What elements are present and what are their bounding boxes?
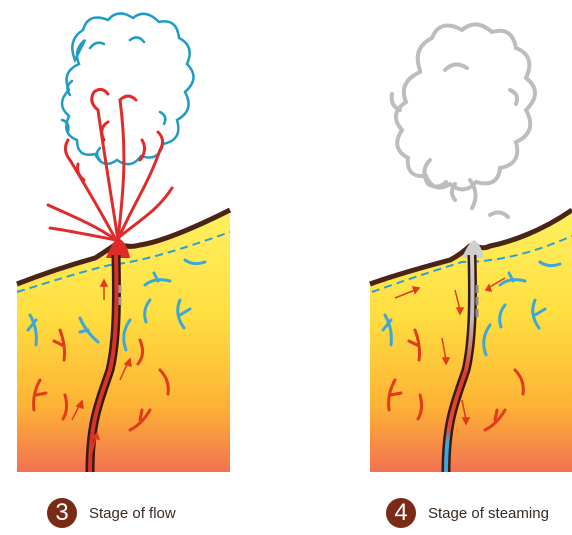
panel-stage-of-steaming (370, 24, 572, 472)
stage-3-label: 3 Stage of flow (47, 498, 176, 528)
steam-cloud (392, 24, 535, 217)
stage-caption: Stage of steaming (428, 505, 549, 522)
stage-number-badge: 3 (47, 498, 77, 528)
stage-number: 4 (394, 501, 407, 525)
panel-stage-of-flow (17, 13, 230, 472)
steam-cloud (62, 13, 194, 164)
stage-number-badge: 4 (386, 498, 416, 528)
stage-number: 3 (55, 501, 68, 525)
stage-4-label: 4 Stage of steaming (386, 498, 549, 528)
stage-caption: Stage of flow (89, 505, 176, 522)
